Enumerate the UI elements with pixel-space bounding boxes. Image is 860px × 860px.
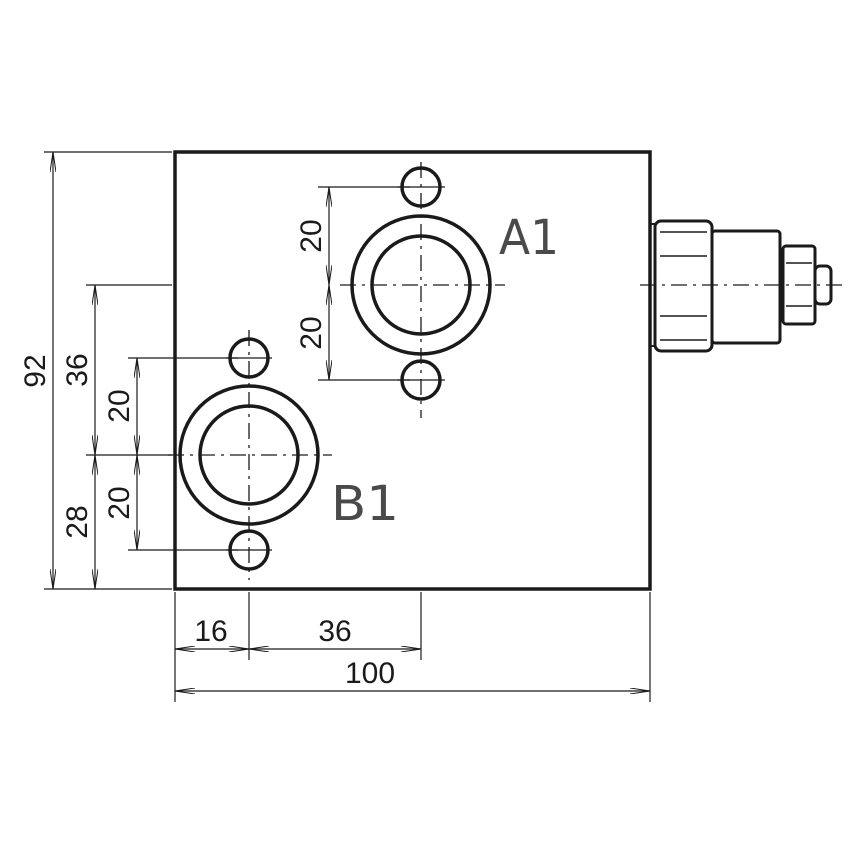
cartridge-adjust-screw <box>813 264 833 306</box>
port-b1-label: B1 <box>331 476 399 532</box>
dim-b1-from-bottom: 28 <box>61 505 94 538</box>
dim-overall-height: 92 <box>19 354 52 387</box>
dimension-lines <box>53 152 650 691</box>
dim-a1-from-b1: 36 <box>318 615 351 648</box>
cartridge-body <box>710 229 782 345</box>
dim-a1-upper-bolt: 20 <box>295 219 328 252</box>
cartridge-adjuster <box>650 219 833 353</box>
dim-b1-lower-bolt: 20 <box>103 486 136 519</box>
port-a1-outer-ring <box>350 214 492 356</box>
port-a1-label: A1 <box>499 210 559 266</box>
port-b1-bore <box>198 404 300 506</box>
dim-a1-lower-bolt: 20 <box>295 316 328 349</box>
dimension-values: 92 36 28 20 20 20 20 16 36 100 <box>19 219 395 690</box>
dim-b1-from-left: 16 <box>194 615 227 648</box>
dim-overall-width: 100 <box>345 657 395 690</box>
port-b1-outer-ring <box>178 384 320 526</box>
dim-b1-upper-bolt: 20 <box>103 389 136 422</box>
dim-a1-from-bottom: 36 <box>61 353 94 386</box>
valve-block-body <box>173 150 652 591</box>
port-a1-bore <box>370 234 472 336</box>
cartridge-hex-nut <box>653 219 714 353</box>
